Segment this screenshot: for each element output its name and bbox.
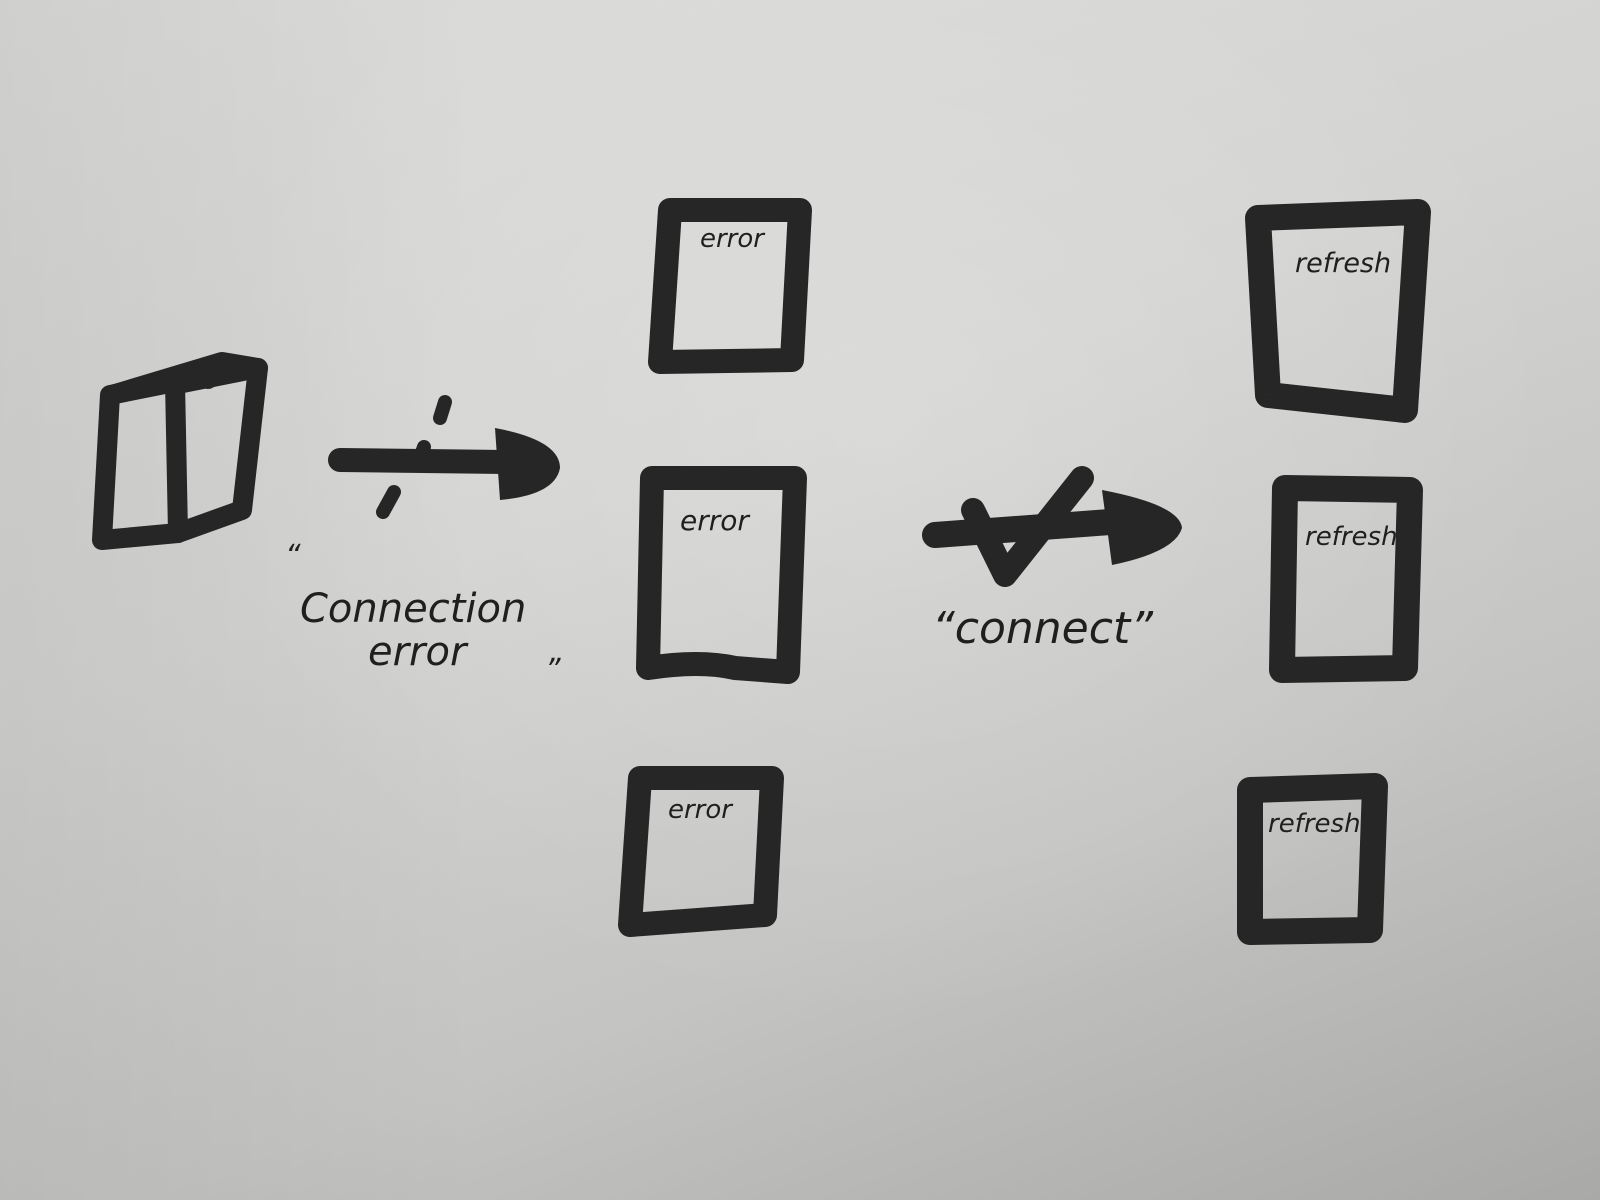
router-device-icon xyxy=(92,352,268,550)
failed-connection-arrow-icon xyxy=(328,395,560,519)
error-screen-middle-label: error xyxy=(680,504,750,537)
refresh-screen-top: refresh xyxy=(1245,199,1431,423)
error-screen-bottom: error xyxy=(618,766,784,937)
quote-close-mark: ” xyxy=(545,653,561,688)
refresh-screen-middle: refresh xyxy=(1269,475,1423,683)
connect-check-arrow-icon xyxy=(922,466,1182,587)
refresh-screen-top-label: refresh xyxy=(1295,248,1391,279)
refresh-screen-bottom-label: refresh xyxy=(1268,809,1361,839)
refresh-screen-middle-label: refresh xyxy=(1305,522,1398,552)
refresh-screen-bottom: refresh xyxy=(1237,773,1388,945)
connection-error-label-line1: Connection xyxy=(300,586,526,632)
error-screen-top: error xyxy=(648,198,812,374)
connect-label: “connect” xyxy=(932,603,1154,654)
error-screen-bottom-label: error xyxy=(668,795,734,825)
quote-open-mark: “ xyxy=(285,539,301,574)
connection-error-label-line2: error xyxy=(368,629,469,675)
error-screen-top-label: error xyxy=(700,224,766,254)
error-screen-middle: error xyxy=(636,466,807,684)
